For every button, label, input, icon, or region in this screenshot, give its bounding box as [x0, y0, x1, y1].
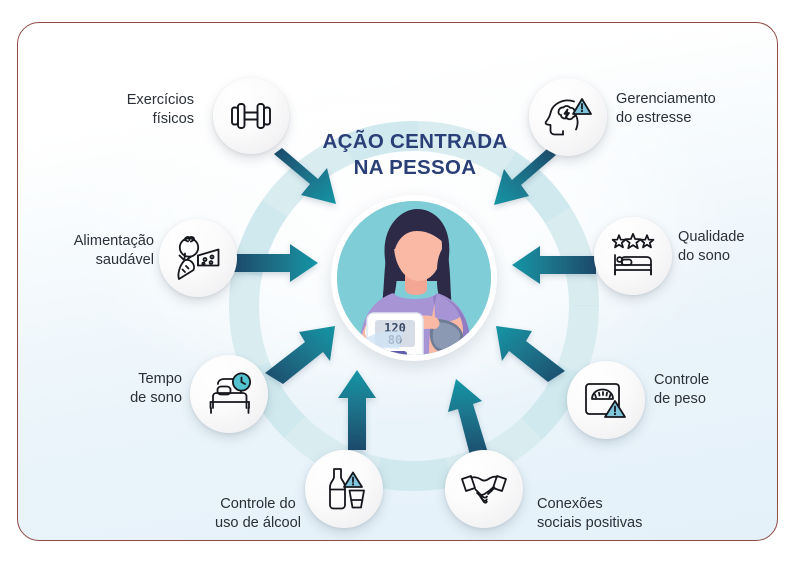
label-alimentacao-saudavel: Alimentação saudável [73, 233, 154, 269]
center-illustration: 120 80 [331, 195, 497, 361]
alcohol-warning-icon [329, 468, 365, 510]
node-controle-de-peso[interactable] [567, 361, 645, 439]
bed-clock-icon [209, 372, 252, 414]
bed-stars-icon [611, 233, 655, 276]
arrow-gerenciamento-do-estresse [494, 149, 556, 205]
connector-ring [229, 121, 599, 491]
arrow-qualidade-do-sono [512, 246, 596, 284]
diagram-area: AÇÃO CENTRADA NA PESSOA [18, 23, 777, 540]
head-stress-icon [544, 98, 592, 136]
node-qualidade-do-sono[interactable] [594, 217, 672, 295]
label-gerenciamento-do-estresse: Gerenciamento do estresse [616, 91, 716, 127]
arrow-controle-de-peso [496, 326, 565, 382]
arrow-alimentacao-saudavel [234, 244, 318, 282]
healthy-food-icon [177, 236, 220, 280]
label-tempo-de-sono: Tempo de sono [130, 371, 182, 407]
arrow-tempo-de-sono [265, 326, 335, 384]
scale-warning-icon [585, 383, 626, 418]
arrow-exercicios-fisicos [274, 148, 336, 204]
infographic-frame: AÇÃO CENTRADA NA PESSOA [17, 22, 778, 541]
center-illustration-disc: 120 80 [337, 201, 491, 355]
node-alimentacao-saudavel[interactable] [159, 219, 237, 297]
label-qualidade-do-sono: Qualidade do sono [678, 229, 745, 265]
arrow-group [234, 148, 596, 459]
page-title: AÇÃO CENTRADA NA PESSOA [322, 130, 508, 179]
arrow-controle-do-uso-de-alcool [338, 370, 376, 450]
dumbbell-icon [231, 103, 271, 129]
label-controle-do-uso-de-alcool: Controle do uso de álcool [214, 496, 301, 532]
node-tempo-de-sono[interactable] [190, 355, 268, 433]
node-controle-do-uso-de-alcool[interactable] [305, 450, 383, 528]
ring-and-arrows-layer [229, 121, 599, 491]
node-exercicios-fisicos[interactable] [213, 78, 289, 154]
node-conexoes-sociais-positivas[interactable] [445, 450, 523, 528]
arrow-conexoes-sociais-positivas [448, 379, 488, 459]
woman-measuring-blood-pressure-icon: 120 80 [337, 201, 491, 355]
handshake-icon [461, 475, 507, 504]
label-exercicios-fisicos: Exercícios físicos [126, 92, 194, 128]
label-controle-de-peso: Controle de peso [654, 372, 710, 408]
node-gerenciamento-do-estresse[interactable] [529, 78, 607, 156]
label-conexoes-sociais-positivas: Conexões sociais positivas [537, 496, 643, 532]
